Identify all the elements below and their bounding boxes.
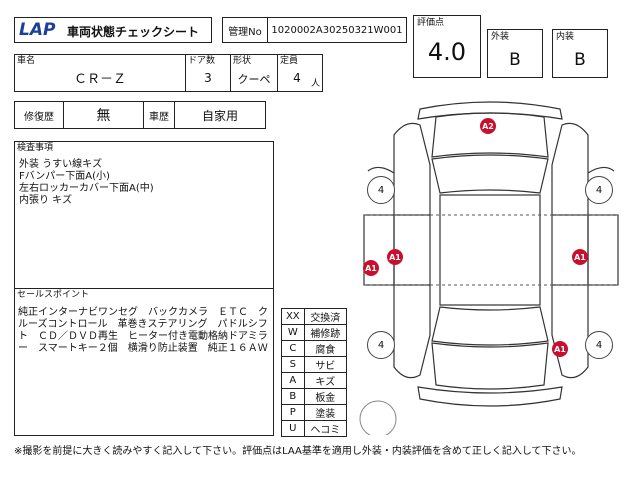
capacity-unit: 人 xyxy=(310,79,320,89)
legend-desc: サビ xyxy=(303,356,348,373)
legend-desc: ヘコミ xyxy=(303,420,348,437)
exterior-box: 外装 B xyxy=(487,29,543,78)
legend-desc: 板金 xyxy=(303,388,348,405)
exterior-value: B xyxy=(509,50,521,70)
car-diagram: 4 4 4 4 A2 A1 A1 A1 A1 xyxy=(350,95,632,435)
inspection-line: 内張り キズ xyxy=(19,195,73,206)
car-outline xyxy=(359,101,619,435)
sales-text: 純正インターナビワンセグ バックカメラ ＥＴＣ クルーズコントロール 革巻きステ… xyxy=(18,307,268,354)
legend-code: P xyxy=(281,404,305,421)
inspection-label: 検査事項 xyxy=(17,143,54,153)
logo: LAP xyxy=(19,20,56,40)
shape-value: クーペ xyxy=(237,73,271,86)
sales-box: セールスポイント 純正インターナビワンセグ バックカメラ ＥＴＣ クルーズコント… xyxy=(14,288,274,436)
shape-label: 形状 xyxy=(233,56,252,66)
inspection-line: 外装 うすい線キズ xyxy=(19,159,103,170)
legend-code: U xyxy=(281,420,305,437)
sheet-title: 車両状態チェックシート xyxy=(67,25,200,39)
damage-mark-right-sill: A1 xyxy=(572,249,588,265)
damage-mark-rear-right: A1 xyxy=(552,341,568,357)
damage-mark-left-sill: A1 xyxy=(387,249,403,265)
usage-value: 自家用 xyxy=(174,101,266,129)
car-name-value: ＣＲ－Ｚ xyxy=(73,72,126,87)
legend-code: A xyxy=(281,372,305,389)
capacity-label: 定員 xyxy=(280,56,299,66)
tire-rear-right: 4 xyxy=(585,331,613,359)
exterior-label: 外装 xyxy=(491,32,510,42)
legend-desc: 腐食 xyxy=(303,340,348,357)
damage-mark-left-side: A1 xyxy=(363,260,379,276)
capacity-cell: 定員 4 人 xyxy=(277,54,323,92)
legend-desc: 補修跡 xyxy=(303,324,348,341)
usage-label: 車歴 xyxy=(143,101,175,129)
interior-value: B xyxy=(574,50,586,70)
doors-cell: ドア数 3 xyxy=(185,54,231,92)
doors-value: 3 xyxy=(204,71,212,85)
legend-code: W xyxy=(281,324,305,341)
car-name-cell: 車名 ＣＲ－Ｚ xyxy=(14,54,186,92)
score-box: 評価点 4.0 xyxy=(413,15,481,78)
damage-mark-front-bumper: A2 xyxy=(480,118,496,134)
legend-desc: 交換済 xyxy=(303,308,348,325)
repair-label: 修復歴 xyxy=(14,101,64,129)
tire-front-left: 4 xyxy=(367,176,395,204)
legend-code: C xyxy=(281,340,305,357)
spare-tire xyxy=(359,400,397,435)
sales-label: セールスポイント xyxy=(17,290,90,300)
doors-label: ドア数 xyxy=(188,56,216,66)
interior-label: 内装 xyxy=(556,32,575,42)
legend-desc: キズ xyxy=(303,372,348,389)
header-bar: LAP 車両状態チェックシート xyxy=(14,17,212,43)
repair-value: 無 xyxy=(63,101,144,129)
tire-rear-left: 4 xyxy=(367,331,395,359)
inspection-line: Fバンパー下面A(小) xyxy=(19,171,110,182)
footer-note: ※撮影を前提に大きく読みやすく記入して下さい。評価点はLAA基準を適用し外装・内… xyxy=(14,446,582,457)
legend-code: S xyxy=(281,356,305,373)
mgmt-value: 1020002A30250321W001 xyxy=(267,17,407,43)
inspection-box: 検査事項 外装 うすい線キズ Fバンパー下面A(小) 左右ロッカーカバー下面A(… xyxy=(14,141,274,289)
tire-front-right: 4 xyxy=(585,176,613,204)
score-label: 評価点 xyxy=(417,18,445,28)
legend-code: B xyxy=(281,388,305,405)
interior-box: 内装 B xyxy=(552,29,608,78)
capacity-value: 4 xyxy=(293,71,301,85)
score-value: 4.0 xyxy=(427,38,467,66)
legend-desc: 塗装 xyxy=(303,404,348,421)
mgmt-label: 管理No xyxy=(222,17,268,43)
legend-code: XX xyxy=(281,308,305,325)
shape-cell: 形状 クーペ xyxy=(230,54,278,92)
inspection-line: 左右ロッカーカバー下面A(中) xyxy=(19,183,154,194)
car-name-label: 車名 xyxy=(17,56,36,66)
